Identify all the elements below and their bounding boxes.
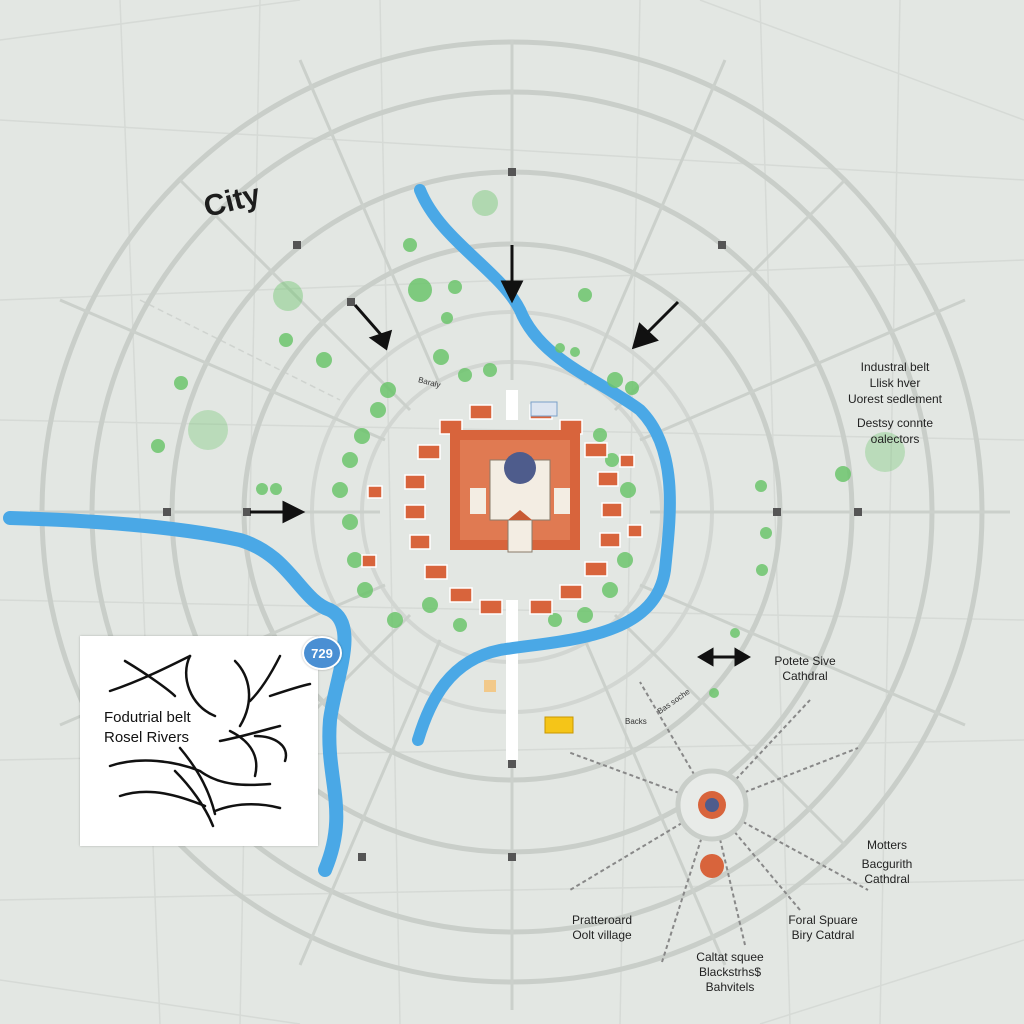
label-potete-sive: Potete Sive Cathdral (760, 654, 850, 684)
label-line: Foral Spuare (788, 913, 858, 927)
label-line: Blackstrhs$ (698, 965, 762, 979)
label-line: Bahvitels (705, 980, 755, 994)
label-line: Bacgurith (861, 857, 913, 871)
rivers (3, 184, 676, 877)
rivers-poster: Fodutrial belt Rosel Rivers (80, 636, 318, 846)
legend-line-4: Destsy connte (856, 416, 934, 430)
legend-line-5: oalectors (870, 432, 920, 446)
label-line: Biry Catdral (791, 928, 855, 942)
hub (675, 768, 749, 878)
label-pratteroard: Pratteroard Oolt village (560, 913, 644, 943)
label-line: Pratteroard (571, 913, 633, 927)
badge-729: 729 (302, 636, 342, 670)
poster-text: Fodutrial belt Rosel Rivers (104, 708, 191, 749)
label-line: Motters (866, 838, 907, 852)
legend-line-3: Uorest sedlement (847, 392, 943, 406)
label-foral-spuare: Foral Spuare Biry Catdral (776, 913, 870, 943)
trees (151, 190, 905, 698)
small-signs (484, 401, 574, 734)
river-west (3, 511, 352, 877)
central-cathedral (450, 430, 580, 553)
poster-line: Fodutrial belt (104, 709, 191, 726)
river-east (412, 184, 676, 746)
ring-markers (163, 168, 862, 861)
legend-line-2: Llisk hver (869, 376, 921, 390)
river-sketch (108, 654, 312, 828)
label-line: Caltat squee (696, 950, 764, 964)
label-line: Cathdral (864, 872, 910, 886)
label-line: Oolt village (572, 928, 632, 942)
houses (361, 404, 643, 615)
legend-top-right: Industral belt Llisk hver Uorest sedleme… (820, 360, 970, 448)
flow-arrows (250, 245, 751, 667)
poster-line: Rosel Rivers (104, 729, 190, 747)
label-line: Potete Sive (774, 654, 836, 668)
label-line: Cathdral (782, 669, 828, 683)
small-sign-2: Backs (625, 717, 647, 726)
label-motters: Motters Bacgurith Cathdral (842, 838, 932, 887)
label-caltat-squee: Caltat squee Blackstrhs$ Bahvitels (680, 950, 780, 995)
legend-line-1: Industral belt (860, 360, 930, 374)
